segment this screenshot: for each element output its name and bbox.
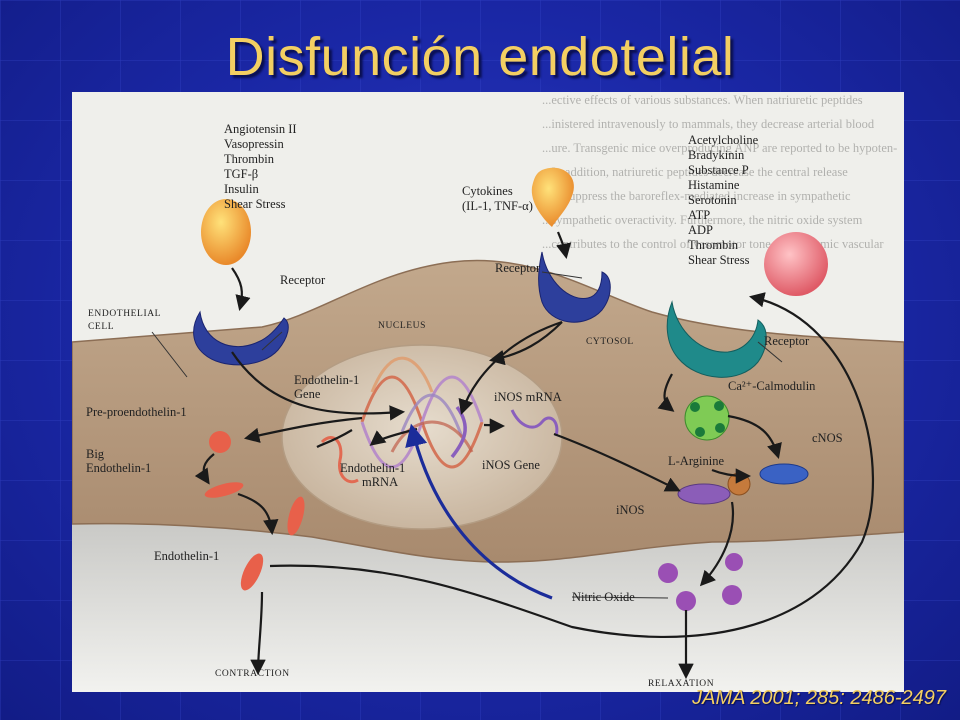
nitric-oxide-feedback-arrow (405, 423, 553, 600)
stimulus-label: ADP (688, 223, 713, 237)
inos-gene-label: iNOS Gene (482, 458, 540, 472)
l-arginine-label: L-Arginine (668, 454, 724, 468)
inos-mrna-label: iNOS mRNA (494, 390, 562, 404)
big-endothelin-label: Endothelin-1 (86, 461, 151, 475)
calcium-ion (690, 402, 700, 412)
endothelial-cell-label: ENDOTHELIAL (88, 309, 161, 319)
pre-proendothelin (209, 431, 231, 453)
endothelial-cell-label: CELL (88, 322, 114, 332)
stimulus-label: Serotonin (688, 193, 737, 207)
endothelin-gene-label: Endothelin-1 (294, 373, 359, 387)
stimuli-middle-list: Cytokines (IL-1, TNF-α) (462, 184, 533, 213)
bg-text-line: ...inistered intravenously to mammals, t… (542, 117, 875, 131)
pathway-arrows (194, 231, 874, 680)
cnos-enzyme (759, 463, 809, 485)
stimulus-label: (IL-1, TNF-α) (462, 199, 533, 213)
nitric-oxide-molecule (676, 591, 696, 611)
endothelin-gene-label: Gene (294, 387, 321, 401)
big-endothelin (204, 482, 244, 498)
pre-proendothelin-label: Pre-proendothelin-1 (86, 405, 187, 419)
citation: JAMA 2001; 285: 2486-2497 (692, 687, 946, 709)
contraction-label: CONTRACTION (215, 669, 290, 679)
cnos-label: cNOS (812, 431, 843, 445)
inos-mrna (510, 409, 559, 437)
calcium-ion (695, 427, 705, 437)
stimuli-left-list: Angiotensin II Vasopressin Thrombin TGF-… (224, 122, 297, 211)
nitric-oxide-molecule (725, 553, 743, 571)
ligand-middle (531, 167, 574, 227)
nitric-oxide-label: Nitric Oxide (572, 590, 635, 604)
calcium-ion (715, 423, 725, 433)
endothelin-peptide (240, 553, 264, 591)
stimulus-label: Thrombin (688, 238, 739, 252)
ligand-right (764, 232, 828, 296)
nucleus-label: NUCLEUS (378, 321, 426, 331)
stimulus-label: Vasopressin (224, 137, 284, 151)
stimulus-label: Substance P (688, 163, 749, 177)
bg-text-line: ...to suppress the baroreflex-mediated i… (542, 189, 851, 203)
relaxation-label: RELAXATION (648, 679, 714, 689)
endothelin-peptide (287, 496, 305, 536)
receptor-left-label: Receptor (280, 273, 326, 287)
endothelin-mrna-label: mRNA (362, 475, 398, 489)
nitric-oxide-molecule (722, 585, 742, 605)
dna-helix (360, 356, 484, 469)
receptor-middle (538, 251, 611, 323)
slide-title: Disfunción endotelial (225, 27, 735, 87)
stimulus-label: ATP (688, 208, 710, 222)
inos-enzyme (677, 483, 731, 505)
stimuli-right-list: Acetylcholine Bradykinin Substance P His… (688, 133, 759, 267)
calcium-ion (714, 401, 724, 411)
diagram-svg: ...ective effects of various substances.… (72, 93, 904, 692)
stimulus-label: Histamine (688, 178, 740, 192)
endothelin-mrna (320, 436, 359, 484)
stimulus-label: Insulin (224, 182, 259, 196)
bg-text-line: ...ective effects of various substances.… (542, 93, 863, 107)
calmodulin-label: Ca²⁺-Calmodulin (728, 379, 816, 393)
stimulus-label: Cytokines (462, 184, 513, 198)
stimulus-label: Thrombin (224, 152, 275, 166)
stimulus-label: Angiotensin II (224, 122, 297, 136)
receptor-middle-label: Receptor (495, 261, 541, 275)
receptor-left (193, 310, 289, 366)
stimulus-label: TGF-β (224, 167, 258, 181)
cytosol-label: CYTOSOL (586, 337, 634, 347)
bg-text-line: ...sympathetic overactivity. Furthermore… (542, 213, 863, 227)
bg-text-line: ...In addition, natriuretic peptides dec… (542, 165, 848, 179)
big-endothelin-label: Big (86, 447, 105, 461)
stimulus-label: Shear Stress (224, 197, 286, 211)
ligand-left (201, 199, 251, 265)
receptor-right (666, 300, 767, 378)
leader-lines (151, 271, 783, 599)
bg-text-line: ...ure. Transgenic mice overproducing AN… (542, 141, 897, 155)
receptor-right-label: Receptor (764, 334, 810, 348)
endothelial-diagram: ...ective effects of various substances.… (72, 92, 904, 692)
stimulus-label: Bradykinin (688, 148, 745, 162)
stimulus-label: Shear Stress (688, 253, 750, 267)
endothelin-1-label: Endothelin-1 (154, 549, 219, 563)
inos-label: iNOS (616, 503, 645, 517)
stimulus-label: Acetylcholine (688, 133, 759, 147)
nitric-oxide-molecule (658, 563, 678, 583)
endothelin-mrna-label: Endothelin-1 (340, 461, 405, 475)
